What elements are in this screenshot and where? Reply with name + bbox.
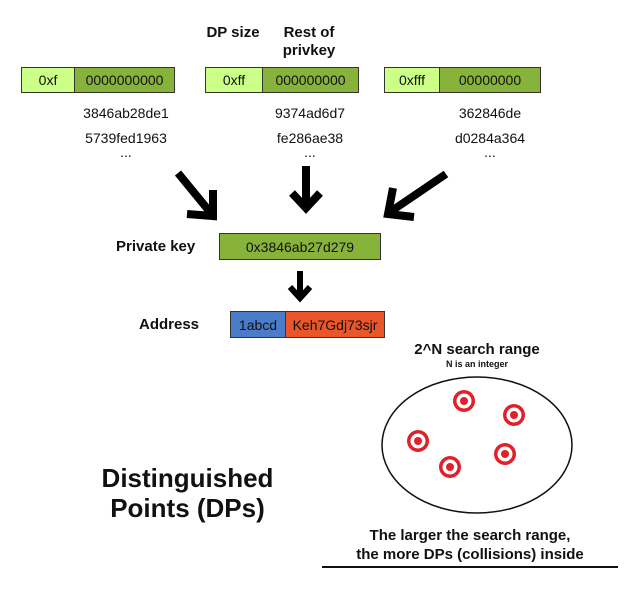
main-title-line-2: Points (DPs)	[110, 493, 265, 523]
private-key-box: 0x3846ab27d279	[219, 233, 381, 260]
caption-line-2: the more DPs (collisions) inside	[356, 546, 584, 563]
target-icon-5	[439, 456, 461, 478]
caption-underline	[322, 566, 618, 568]
arrow-middle-icon	[289, 166, 323, 214]
private-key-label: Private key	[116, 238, 196, 255]
dp-2-sample-1: 9374ad6d7	[274, 105, 346, 121]
target-icon-3	[407, 430, 429, 452]
private-key-value: 0x3846ab27d279	[220, 234, 380, 259]
dp-box-2-prefix: 0xff	[206, 68, 262, 92]
dp-box-2-suffix: 000000000	[262, 68, 358, 92]
dp-1-sample-2: 5739fed1963	[85, 130, 167, 146]
address-label: Address	[139, 316, 200, 333]
dp-box-1-suffix: 0000000000	[74, 68, 174, 92]
address-prefix: 1abcd	[231, 312, 285, 337]
arrow-left-icon	[174, 170, 217, 221]
target-icon-4	[494, 443, 516, 465]
dp-box-1-prefix: 0xf	[22, 68, 74, 92]
arrow-down-icon	[287, 271, 313, 303]
target-icon-1	[453, 390, 475, 412]
rest-of-privkey-header: Rest of privkey	[282, 24, 336, 59]
dp-1-sample-1: 3846ab28de1	[83, 105, 169, 121]
arrow-right-icon	[383, 170, 449, 221]
dp-3-sample-1: 362846de	[458, 105, 522, 121]
dp-2-ellipsis: ...	[304, 144, 316, 160]
dp-box-3: 0xfff 00000000	[384, 67, 541, 93]
dp-box-3-prefix: 0xfff	[385, 68, 439, 92]
dp-size-header: DP size	[206, 24, 260, 41]
dp-3-ellipsis: ...	[484, 144, 496, 160]
search-range-diagram	[381, 376, 573, 514]
search-range-title: 2^N search range	[414, 341, 540, 358]
dp-box-1: 0xf 0000000000	[21, 67, 175, 93]
dp-box-3-suffix: 00000000	[439, 68, 540, 92]
main-title-line-1: Distinguished	[101, 463, 274, 493]
dp-2-sample-2: fe286ae38	[276, 130, 344, 146]
search-range-subtitle: N is an integer	[445, 359, 508, 369]
target-icon-2	[503, 404, 525, 426]
dp-3-sample-2: d0284a364	[454, 130, 526, 146]
address-rest: Keh7Gdj73sjr	[285, 312, 384, 337]
caption-line-1: The larger the search range,	[369, 527, 571, 544]
dp-1-ellipsis: ...	[120, 144, 132, 160]
dp-box-2: 0xff 000000000	[205, 67, 359, 93]
search-range-ellipse	[381, 376, 573, 514]
address-box: 1abcd Keh7Gdj73sjr	[230, 311, 385, 338]
